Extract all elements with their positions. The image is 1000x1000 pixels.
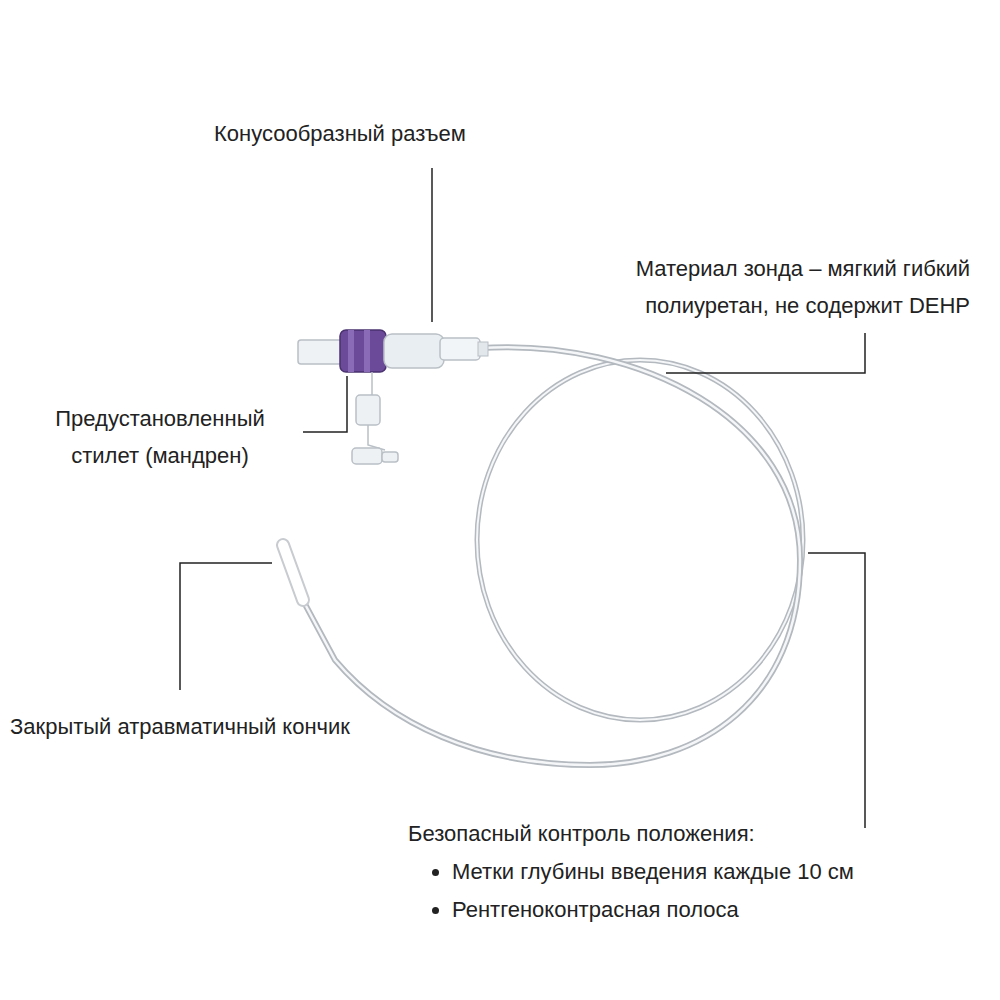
part-label: Закрытый атравматичный кончик [5,708,355,745]
stylet-cap [352,372,398,464]
feature-item: Метки глубины введения каждые 10 см [452,859,854,884]
bullet-list-items: Метки глубины введения каждые 10 см Рентг… [408,853,993,929]
part-label: Предустановленный стилет (мандрен) [20,400,300,474]
atraumatic-tip [283,545,303,600]
bullet-list: Метки глубины введения каждые 10 см Рентг… [408,853,993,929]
feature-heading: Безопасный контроль положения: [408,815,968,852]
material-label: Материал зонда – мягкий гибкий полиурета… [530,250,970,324]
feature-item: Рентгеноконтрасная полоса [452,897,739,922]
connector-hub [298,330,488,372]
part-label: Конусообразный разъем [150,115,530,152]
bullet-item: Рентгеноконтрасная полоса [452,891,993,929]
bullet-item: Метки глубины введения каждые 10 см [452,853,993,891]
tube [306,347,803,765]
